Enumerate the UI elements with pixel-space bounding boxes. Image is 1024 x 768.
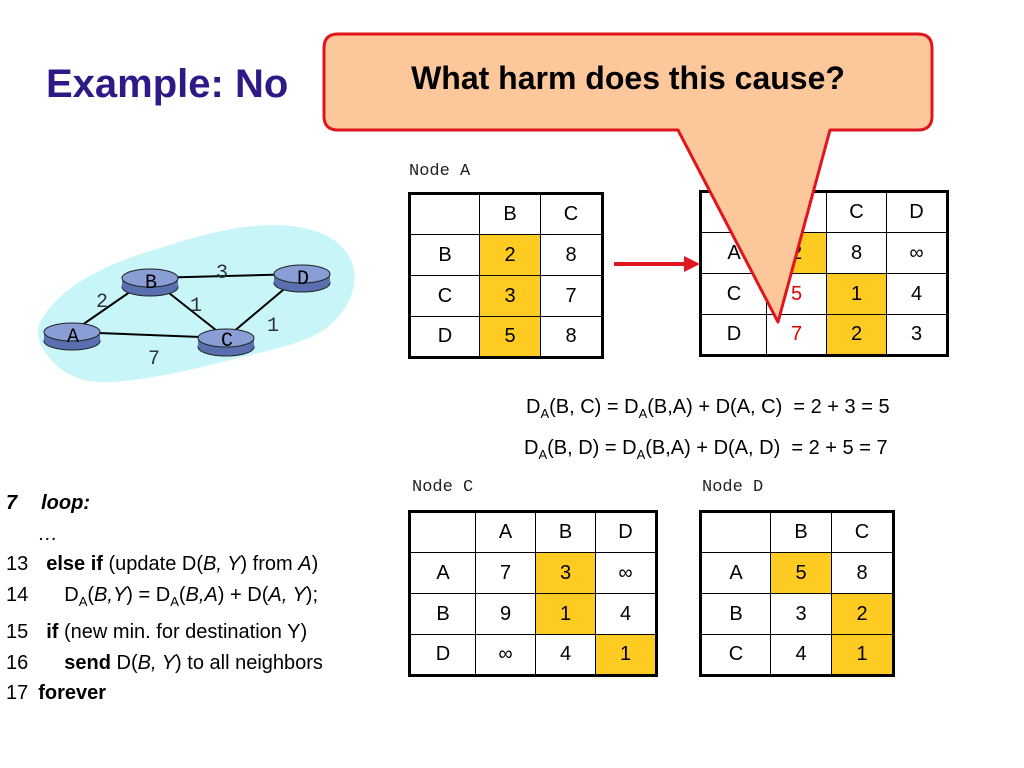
table-cell — [700, 511, 771, 553]
callout-text: What harm does this cause? — [411, 60, 845, 96]
router-b — [121, 268, 179, 297]
table-cell: 5 — [770, 552, 832, 594]
table-cell: ∞ — [595, 552, 657, 594]
network-cloud — [37, 225, 355, 383]
router-b-label: B — [145, 272, 157, 295]
table-cell: 1 — [595, 634, 657, 676]
table-cell: 8 — [540, 316, 603, 358]
table-cell: C — [409, 275, 480, 317]
table-cell: ∞ — [475, 634, 536, 676]
router-a — [43, 322, 101, 351]
table-cell: 8 — [540, 234, 603, 276]
table-cell: D — [700, 314, 767, 356]
weight-ab: 2 — [96, 291, 108, 314]
router-d-label: D — [297, 268, 309, 291]
weight-bc: 1 — [190, 295, 202, 318]
router-c-label: C — [221, 330, 233, 353]
node-d-label: Node D — [702, 478, 764, 497]
weight-cd: 1 — [267, 315, 279, 338]
table-cell: C — [831, 511, 894, 553]
table-cell: 5 — [479, 316, 541, 358]
node-a-label: Node A — [409, 162, 471, 181]
table-cell: 4 — [770, 634, 832, 676]
table-cell: B — [409, 234, 480, 276]
node-c-label: Node C — [412, 478, 474, 497]
table-cell: B — [535, 511, 596, 553]
table-cell: 2 — [826, 314, 887, 356]
table-cell: B — [409, 593, 476, 635]
equation-1: DA(B, C) = DA(B,A) + D(A, C) = 2 + 3 = 5 — [526, 396, 890, 421]
slide-title: Example: No — [46, 62, 289, 106]
table-cell: 3 — [479, 275, 541, 317]
table-cell: A — [409, 552, 476, 594]
callout-bubble — [322, 32, 934, 324]
table-cell: C — [540, 193, 603, 235]
weight-ac: 7 — [148, 348, 160, 371]
router-c — [197, 328, 255, 357]
node-d-table: B C A 5 8 B 3 2 C 4 1 — [699, 510, 895, 677]
weight-bd: 3 — [216, 262, 228, 285]
table-cell: 2 — [479, 234, 541, 276]
router-a-label: A — [67, 326, 79, 349]
equation-2: DA(B, D) = DA(B,A) + D(A, D) = 2 + 5 = 7 — [524, 437, 888, 462]
router-d — [273, 264, 331, 293]
table-cell: 1 — [831, 634, 894, 676]
table-cell: 2 — [831, 593, 894, 635]
red-arrow — [614, 256, 700, 272]
table-cell: D — [409, 634, 476, 676]
node-a-table: B C B 2 8 C 3 7 D 5 8 — [408, 192, 604, 359]
table-cell: 3 — [886, 314, 948, 356]
table-cell: 7 — [540, 275, 603, 317]
table-cell: ∞ — [886, 232, 948, 274]
table-cell: 8 — [826, 232, 887, 274]
table-cell — [409, 193, 480, 235]
table-cell: 3 — [535, 552, 596, 594]
node-c-table: A B D A 7 3 ∞ B 9 1 4 D ∞ 4 1 — [408, 510, 658, 677]
code-line-ellipsis: … — [38, 522, 58, 545]
